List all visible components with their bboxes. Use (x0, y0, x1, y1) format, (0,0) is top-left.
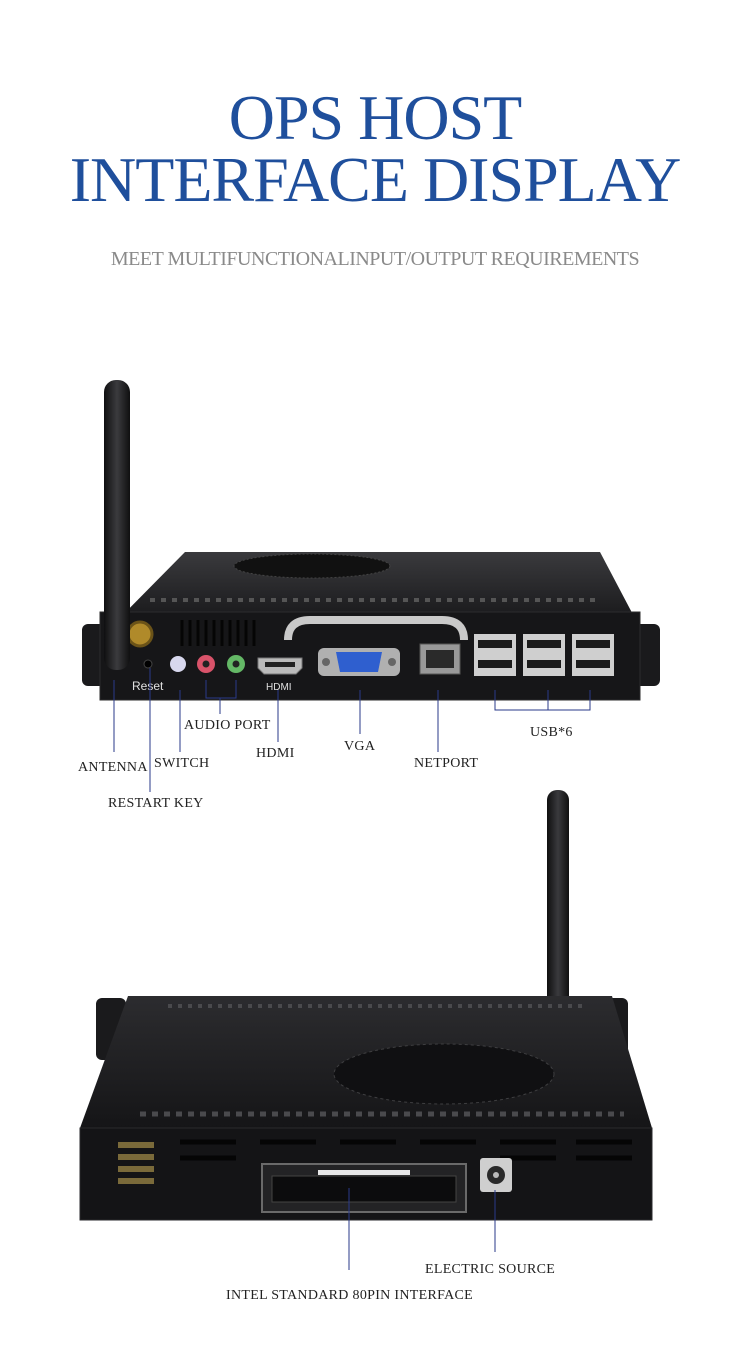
power-switch (170, 656, 186, 672)
usb-ports (474, 634, 614, 676)
audio-port-label: AUDIO PORT (184, 718, 271, 733)
vga-label: VGA (344, 739, 376, 754)
hdmi-print: HDMI (266, 682, 292, 693)
reset-print: Reset (132, 679, 164, 693)
electric-source-label: ELECTRIC SOURCE (425, 1262, 556, 1277)
switch-label: SWITCH (154, 756, 210, 771)
antenna-connector (126, 620, 154, 648)
intel-interface-label: INTEL STANDARD 80PIN INTERFACE (226, 1288, 474, 1303)
page-subtitle: MEET MULTIFUNCTIONALINPUT/OUTPUT REQUIRE… (110, 248, 640, 270)
usb-label: USB*6 (530, 725, 573, 740)
front-handle (284, 616, 468, 641)
netport-label: NETPORT (414, 756, 479, 771)
antenna-label: ANTENNA (78, 760, 148, 775)
rear-device-illustration (79, 790, 653, 1270)
rear-vent-grille (333, 1043, 555, 1105)
hdmi-label: HDMI (256, 746, 295, 761)
restart-key-label: RESTART KEY (108, 796, 204, 811)
restart-button (143, 659, 153, 669)
page-title-line1: OPS HOST (228, 82, 523, 153)
antenna (104, 380, 130, 670)
front-vent-grille (233, 553, 391, 579)
page-title-line2: INTERFACE DISPLAY (69, 144, 682, 215)
front-device-illustration: Reset HDMI (82, 380, 660, 792)
rear-antenna (547, 790, 569, 1008)
